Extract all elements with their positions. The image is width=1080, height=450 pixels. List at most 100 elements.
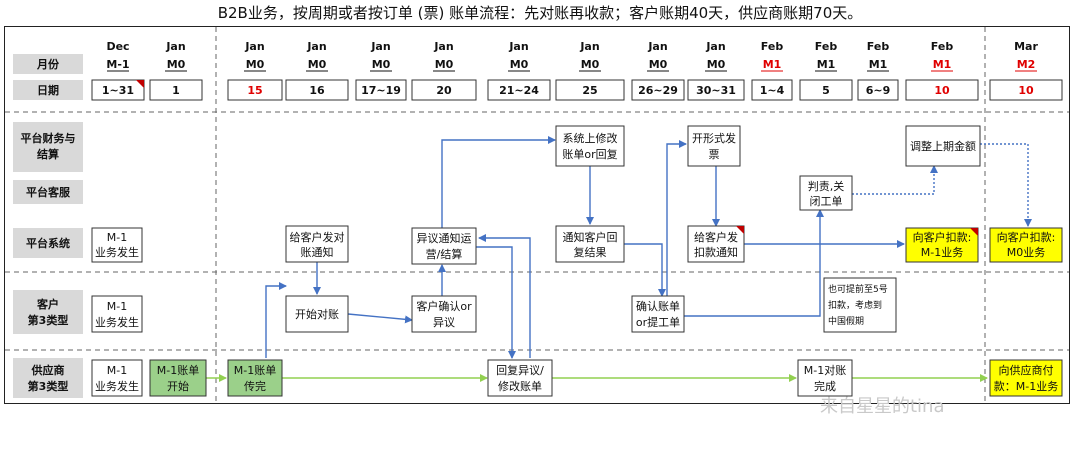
- box-label: 业务发生: [95, 315, 139, 329]
- date-row-label: 日期: [37, 83, 59, 97]
- box-label: 异议通知运: [417, 231, 472, 245]
- process-box: [91, 295, 143, 333]
- header-month: Jan: [370, 40, 390, 53]
- date-value: 1: [172, 84, 180, 97]
- box-label: M-1账单: [157, 364, 199, 377]
- header-month: Jan: [579, 40, 599, 53]
- box-label: 向客户扣款:: [997, 230, 1056, 244]
- box-label: 传完: [244, 379, 266, 393]
- process-box: [631, 295, 685, 333]
- header-period: M1: [933, 58, 952, 71]
- row-label-finance: 平台财务与: [21, 131, 76, 145]
- box-label: 业务发生: [95, 245, 139, 259]
- date-value: 10: [1018, 84, 1034, 97]
- header-month: Jan: [508, 40, 528, 53]
- row-label-customer: 客户: [36, 297, 59, 311]
- box-label: 调整上期金额: [910, 139, 976, 153]
- blue-flow-arrows: [265, 136, 905, 359]
- process-box: [91, 227, 143, 263]
- header-month: Jan: [647, 40, 667, 53]
- process-box: [905, 125, 981, 167]
- process-box: [91, 359, 143, 397]
- header-month: Jan: [433, 40, 453, 53]
- process-box: [555, 225, 625, 263]
- date-value: 1~31: [102, 84, 134, 97]
- date-cell: [285, 79, 349, 101]
- row-label-supplier: 第3类型: [28, 379, 69, 393]
- box-label: 给客户发: [694, 230, 738, 244]
- header-month: Feb: [867, 40, 890, 53]
- diagram-frame: [4, 26, 1070, 404]
- header-month: Feb: [931, 40, 954, 53]
- process-box: [285, 225, 349, 263]
- process-box: [411, 295, 477, 333]
- header-period: M1: [869, 58, 888, 71]
- process-box: [687, 125, 741, 167]
- header-period: M0: [372, 58, 391, 71]
- header-period: M0: [707, 58, 726, 71]
- box-label: 开形式发: [692, 131, 736, 145]
- process-boxes: M-1 业务发生 M-1 业务发生 M-1 业务发生 M-1账单 开始 M-1账…: [91, 125, 1063, 397]
- box-label: M-1业务: [921, 246, 963, 259]
- process-box-yellow: [989, 359, 1063, 397]
- box-label: M-1: [107, 300, 127, 313]
- box-label: 系统上修改: [563, 131, 618, 145]
- month-row-label-cell: [13, 54, 83, 74]
- header-period: M-1: [106, 58, 129, 71]
- box-label: 回复异议/: [496, 363, 544, 377]
- header-period: M0: [167, 58, 186, 71]
- box-label: 复结果: [574, 245, 607, 259]
- date-cell: [631, 79, 685, 101]
- date-cell: [555, 79, 625, 101]
- box-label: M-1: [107, 231, 127, 244]
- row-label-system: 平台系统: [26, 236, 70, 250]
- row-label-customer: 第3类型: [28, 313, 69, 327]
- header-period: M0: [649, 58, 668, 71]
- row-label-service: 平台客服: [26, 185, 71, 199]
- box-label: 客户确认or: [416, 299, 472, 313]
- date-cell: [687, 79, 745, 101]
- flag-corner: [136, 80, 144, 88]
- box-label: 开始: [167, 379, 189, 393]
- header-period: M0: [510, 58, 529, 71]
- box-label: 闭工单: [810, 195, 843, 208]
- row-label-finance-cell: [13, 122, 83, 172]
- date-cell: [989, 79, 1063, 101]
- header-month: Jan: [306, 40, 326, 53]
- box-label: 向客户扣款:: [913, 230, 972, 244]
- date-cell: [227, 79, 283, 101]
- header-period: M0: [581, 58, 600, 71]
- header-month: Jan: [705, 40, 725, 53]
- date-cell: [91, 79, 145, 101]
- box-label: 扣款通知: [694, 245, 738, 259]
- box-label: 账单or回复: [562, 147, 617, 161]
- box-label: 给客户发对: [290, 230, 345, 244]
- dotted-arrows: [852, 143, 1032, 227]
- process-box-green: [149, 359, 207, 397]
- header-month: Jan: [244, 40, 264, 53]
- date-value: 16: [309, 84, 325, 97]
- header-month: Dec: [106, 40, 129, 53]
- process-box-yellow: [989, 227, 1063, 263]
- box-label: 通知客户回: [563, 230, 618, 244]
- process-box-yellow: [905, 227, 979, 263]
- box-label: 完成: [814, 379, 836, 393]
- process-box: [799, 175, 853, 211]
- process-box: [797, 359, 853, 397]
- header-month: Feb: [761, 40, 784, 53]
- box-label: 确认账单: [636, 300, 680, 313]
- date-value: 17~19: [361, 84, 401, 97]
- watermark-text: 来自星星的tina: [820, 396, 945, 417]
- process-box-green: [227, 359, 283, 397]
- header-period: M0: [246, 58, 265, 71]
- header-period: M0: [435, 58, 454, 71]
- date-value: 21~24: [499, 84, 539, 97]
- date-cell: [799, 79, 853, 101]
- date-value: 20: [436, 84, 452, 97]
- note-text: 中国假期: [828, 315, 864, 327]
- header-period: M0: [308, 58, 327, 71]
- date-cell: [149, 79, 203, 101]
- process-box: [555, 125, 625, 167]
- header-period: M1: [817, 58, 836, 71]
- process-box: [411, 227, 477, 265]
